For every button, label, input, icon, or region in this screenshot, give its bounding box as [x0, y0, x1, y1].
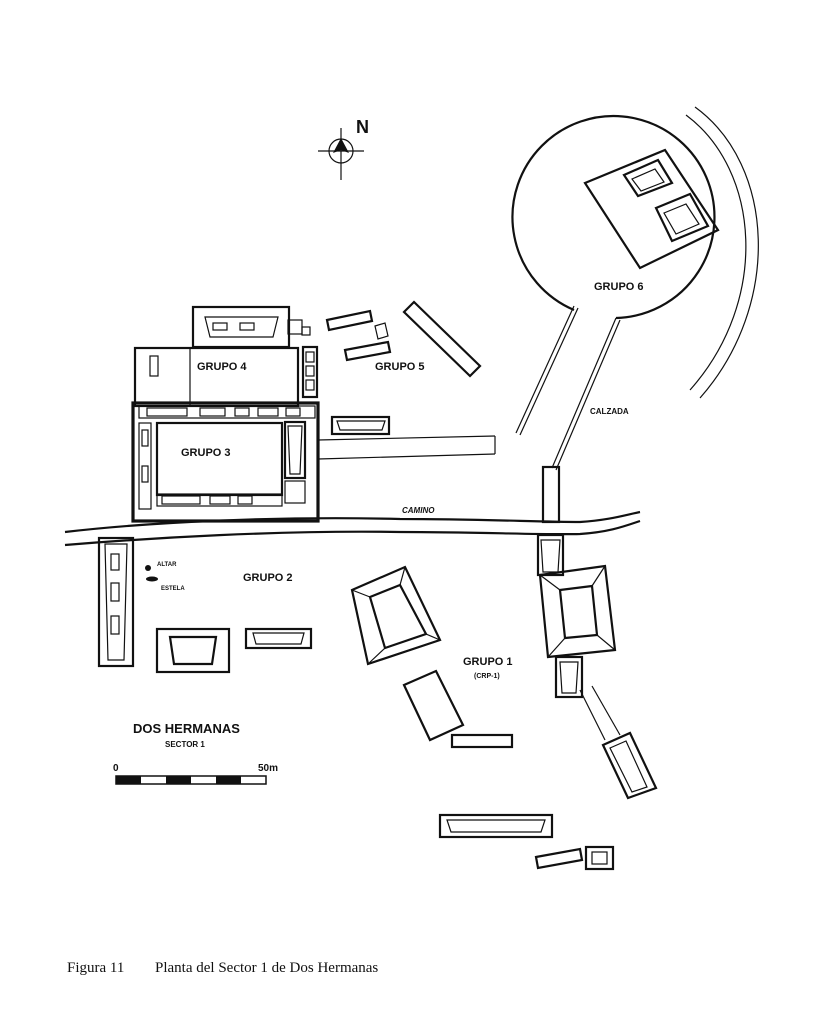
grupo-2-label: GRUPO 2: [243, 572, 293, 584]
altar-marker: [145, 565, 151, 571]
grupo-1-complex: GRUPO 1 (CRP-1): [350, 533, 658, 871]
figure-number: Figura 11: [67, 960, 125, 976]
scale-bar: 0 50m: [113, 763, 278, 785]
grupo-1-code: (CRP-1): [474, 673, 500, 680]
site-title: DOS HERMANAS: [133, 721, 240, 736]
camino-label: CAMINO: [402, 506, 435, 515]
grupo-5-label: GRUPO 5: [375, 361, 425, 373]
grupo-6-label: GRUPO 6: [594, 281, 644, 293]
north-arrow-icon: N: [318, 117, 369, 180]
grupo-2-complex: ALTAR ESTELA GRUPO 2: [97, 536, 313, 674]
grupo-5-complex: GRUPO 5: [325, 300, 482, 378]
grupo-1-label: GRUPO 1: [463, 656, 513, 668]
camino-road: CAMINO: [64, 506, 641, 547]
grupo-4-label: GRUPO 4: [197, 361, 247, 373]
calzada-label: CALZADA: [590, 407, 629, 416]
north-label: N: [356, 117, 369, 137]
site-subtitle: SECTOR 1: [165, 740, 205, 749]
grupo-3-complex: GRUPO 3: [131, 401, 496, 523]
estela-marker: [146, 576, 158, 582]
estela-label: ESTELA: [161, 586, 185, 592]
calzada-causeway: CALZADA: [515, 305, 629, 524]
scale-start-label: 0: [113, 763, 119, 774]
grupo-3-label: GRUPO 3: [181, 447, 231, 459]
altar-label: ALTAR: [157, 562, 177, 568]
figure-caption-text: Planta del Sector 1 de Dos Hermanas: [155, 960, 379, 976]
grupo-6-complex: GRUPO 6: [511, 106, 759, 399]
scale-end-label: 50m: [258, 763, 278, 774]
figure-caption: Figura 11 Planta del Sector 1 de Dos Herm…: [67, 960, 378, 977]
grupo-4-complex: GRUPO 4: [133, 305, 319, 408]
